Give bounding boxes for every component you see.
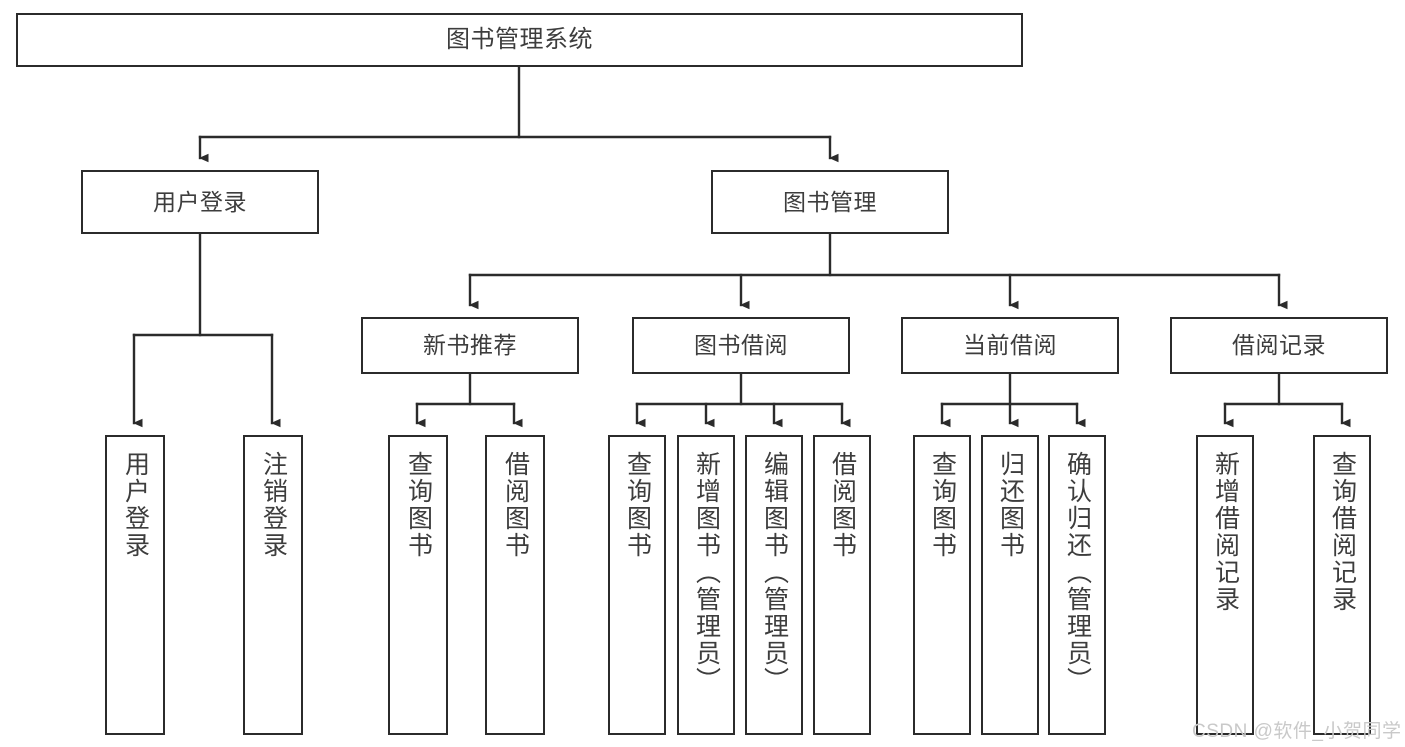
node-root-system[interactable]: 图书管理系统 xyxy=(16,13,1023,67)
node-root-system-label: 图书管理系统 xyxy=(446,26,593,54)
node-leaf-confirm-return-label: 确认归还（管理员） xyxy=(1063,451,1092,694)
node-borrow-record-label: 借阅记录 xyxy=(1232,332,1326,359)
node-leaf-query-record[interactable]: 查询借阅记录 xyxy=(1313,435,1371,735)
node-borrow-record[interactable]: 借阅记录 xyxy=(1170,317,1388,374)
node-leaf-add-book-label: 新增图书（管理员） xyxy=(692,451,721,694)
node-leaf-query-book-b[interactable]: 查询图书 xyxy=(608,435,666,735)
node-new-book-rec[interactable]: 新书推荐 xyxy=(361,317,579,374)
node-current-borrow-label: 当前借阅 xyxy=(963,332,1057,359)
node-current-borrow[interactable]: 当前借阅 xyxy=(901,317,1119,374)
node-leaf-add-book[interactable]: 新增图书（管理员） xyxy=(677,435,735,735)
node-leaf-borrow-book-rec[interactable]: 借阅图书 xyxy=(485,435,545,735)
node-leaf-logout[interactable]: 注销登录 xyxy=(243,435,303,735)
node-leaf-query-book-rec-label: 查询图书 xyxy=(404,451,433,559)
watermark-text: CSDN @软件_小贺同学 xyxy=(1192,721,1402,742)
node-leaf-borrow-book-b-label: 借阅图书 xyxy=(828,451,857,559)
node-book-manage[interactable]: 图书管理 xyxy=(711,170,949,234)
node-leaf-edit-book-label: 编辑图书（管理员） xyxy=(760,451,789,694)
node-leaf-return-book[interactable]: 归还图书 xyxy=(981,435,1039,735)
node-leaf-borrow-book-rec-label: 借阅图书 xyxy=(501,451,530,559)
node-leaf-query-book-rec[interactable]: 查询图书 xyxy=(388,435,448,735)
node-user-login[interactable]: 用户登录 xyxy=(81,170,319,234)
node-leaf-return-book-label: 归还图书 xyxy=(996,451,1025,559)
node-book-borrow[interactable]: 图书借阅 xyxy=(632,317,850,374)
node-leaf-query-book-b-label: 查询图书 xyxy=(623,451,652,559)
node-leaf-query-book-c-label: 查询图书 xyxy=(928,451,957,559)
node-leaf-user-login-label: 用户登录 xyxy=(121,451,150,559)
node-new-book-rec-label: 新书推荐 xyxy=(423,332,517,359)
node-leaf-add-record-label: 新增借阅记录 xyxy=(1211,451,1240,613)
node-leaf-add-record[interactable]: 新增借阅记录 xyxy=(1196,435,1254,735)
node-leaf-query-book-c[interactable]: 查询图书 xyxy=(913,435,971,735)
node-leaf-user-login[interactable]: 用户登录 xyxy=(105,435,165,735)
node-leaf-logout-label: 注销登录 xyxy=(259,451,288,559)
node-leaf-confirm-return[interactable]: 确认归还（管理员） xyxy=(1048,435,1106,735)
node-leaf-edit-book[interactable]: 编辑图书（管理员） xyxy=(745,435,803,735)
node-user-login-label: 用户登录 xyxy=(153,188,247,215)
node-book-borrow-label: 图书借阅 xyxy=(694,332,788,359)
node-leaf-borrow-book-b[interactable]: 借阅图书 xyxy=(813,435,871,735)
node-leaf-query-record-label: 查询借阅记录 xyxy=(1328,451,1357,613)
node-book-manage-label: 图书管理 xyxy=(783,188,877,215)
